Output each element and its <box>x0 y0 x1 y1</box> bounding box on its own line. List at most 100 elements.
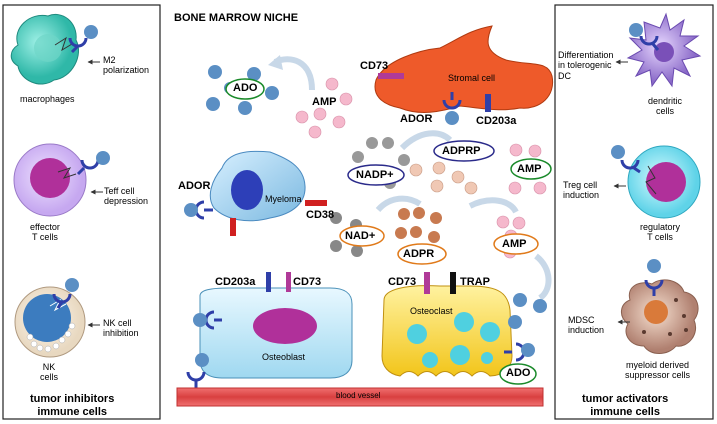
osteoclast-nuclei <box>407 312 500 368</box>
receptor-icon <box>639 35 660 51</box>
regulatory-t-cells-label: regulatory T cells <box>640 222 681 243</box>
curved-arrow-icon <box>533 253 552 301</box>
adenosine-ball <box>193 313 207 327</box>
osteoblast-label: Osteoblast <box>262 352 306 362</box>
ador-stromal-label: ADOR <box>400 113 433 125</box>
amp-top-label: AMP <box>312 96 337 108</box>
macrophages-label: macrophages <box>20 94 75 104</box>
cd38-label: CD38 <box>306 209 335 221</box>
cd73-osteoclast-label: CD73 <box>388 276 417 288</box>
page-title: BONE MARROW NICHE <box>174 12 299 24</box>
cd73-marker <box>424 272 430 294</box>
adprp-ring <box>433 140 495 162</box>
cd203a-marker <box>485 94 491 112</box>
effector-t-cell <box>13 143 87 217</box>
left-panel-border <box>2 4 161 420</box>
receptor-icon <box>620 159 641 174</box>
myeloma-nucleus <box>231 170 263 210</box>
mdsc-cells-label: myeloid derived suppressor cells <box>625 360 691 381</box>
osteoclast-cell <box>381 285 513 377</box>
adenosine-ball <box>611 145 625 159</box>
ado-bottom-ring <box>499 363 537 385</box>
m2-polarization-label: M2 polarization <box>103 55 150 76</box>
adprp-cluster <box>409 161 478 195</box>
nk-inhibition-label: NK cell inhibition <box>103 318 139 339</box>
cd38-marker <box>305 200 327 206</box>
effector-t-cells-label: effector T cells <box>30 222 60 243</box>
cd73-stromal-label: CD73 <box>360 60 389 72</box>
adpr-ring <box>397 243 447 265</box>
curved-arrow-icon <box>468 197 519 214</box>
receptor-icon <box>186 371 206 388</box>
teff-depression-label: Teff cell depression <box>104 186 149 207</box>
adenosine-ball <box>84 25 98 39</box>
nk-cell <box>14 286 86 358</box>
regulatory-t-cell <box>627 145 701 219</box>
adenosine-ball <box>521 343 535 357</box>
adenosine-ball <box>445 111 459 125</box>
dendritic-cells-label: dendritic cells <box>648 96 683 117</box>
cd203a-stromal-label: CD203a <box>476 115 517 127</box>
adenosine-ball <box>629 23 643 37</box>
ado-bottom-label: ADO <box>506 367 531 379</box>
nad-label: NAD+ <box>345 230 376 242</box>
tumor-inhibitors-label: tumor inhibitors immune cells <box>30 393 115 418</box>
blood-vessel <box>176 387 544 407</box>
receptor-icon <box>68 37 88 54</box>
adenosine-ball <box>195 353 209 367</box>
adenosine-ball <box>184 203 198 217</box>
nad-ring <box>339 225 385 247</box>
amp-right-label: AMP <box>517 163 542 175</box>
nadp-ring <box>347 164 405 186</box>
amp-right-ring <box>510 158 552 180</box>
right-panel-border <box>554 4 714 420</box>
ador-myeloma-label: ADOR <box>178 180 211 192</box>
blood-vessel-label: blood vessel <box>336 391 381 400</box>
receptor-icon <box>52 293 72 309</box>
receptor-icon <box>644 279 664 296</box>
amp-cluster-right <box>508 143 547 195</box>
tumor-activators-label: tumor activators immune cells <box>582 393 669 418</box>
adenosine-cluster-bottom <box>508 293 547 329</box>
adenosine-ball <box>65 278 79 292</box>
curved-arrow-icon <box>375 195 422 213</box>
stromal-cell-label: Stromal cell <box>448 73 496 83</box>
cd73-osteoblast-label: CD73 <box>293 276 322 288</box>
trap-label: TRAP <box>460 276 490 288</box>
ado-top-label: ADO <box>233 82 258 94</box>
treg-induction-label: Treg cell induction <box>563 180 600 201</box>
curved-arrow-icon <box>399 130 453 151</box>
cd73-marker <box>286 272 291 292</box>
nk-cells-label: NK cells <box>40 362 59 383</box>
adpr-label: ADPR <box>403 248 435 260</box>
myeloma-label: Myeloma <box>265 194 302 204</box>
tolerogenic-dc-label: Differentiation in tolerogenic DC <box>558 50 614 81</box>
osteoclast-label: Osteoclast <box>410 306 453 316</box>
trap-marker <box>450 272 456 294</box>
mdsc-cell <box>621 279 699 354</box>
adenosine-ball <box>96 151 110 165</box>
cd73-marker <box>378 73 404 79</box>
adenosine-ball <box>647 259 661 273</box>
amp-cluster-top <box>295 77 353 139</box>
adpr-cluster <box>395 207 442 243</box>
nadp-label: NADP+ <box>356 169 394 181</box>
amp-mid-label: AMP <box>502 238 527 250</box>
cd203a-osteoblast-label: CD203a <box>215 276 256 288</box>
amp-mid-ring <box>493 233 539 255</box>
stromal-cell <box>374 25 554 113</box>
ado-top-ring <box>225 78 265 100</box>
dendritic-cell <box>626 12 702 88</box>
receptor-icon <box>194 200 213 220</box>
osteoblast-nucleus <box>253 308 317 344</box>
cd203a-marker <box>266 272 271 292</box>
mdsc-induction-label: MDSC induction <box>568 315 605 336</box>
receptor-icon <box>442 92 462 110</box>
arrowhead-icon <box>268 55 283 70</box>
cd38-marker <box>230 218 236 236</box>
receptor-icon <box>76 159 100 176</box>
adprp-label: ADPRP <box>442 145 481 157</box>
macrophage-cell <box>10 14 79 85</box>
